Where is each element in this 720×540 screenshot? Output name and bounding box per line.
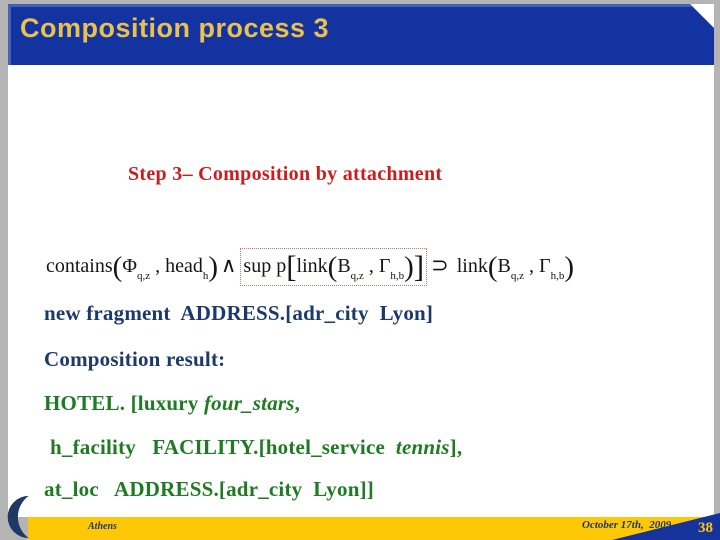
slide-title: Composition process 3 [20,13,330,43]
b1-subscript: q,z [350,270,364,282]
formula-gamma1: , Γ [363,255,391,277]
body-line-new-fragment: new fragment ADDRESS.[adr_city Lyon] [44,301,433,326]
phi-subscript: q,z [136,270,151,282]
formula-row: contains(Φq,z , headh)∧sup p[link(Bq,z ,… [36,226,574,286]
paren-close: ) [564,251,574,283]
line-text: , [294,391,301,415]
gamma2-subscript: h,b [550,270,565,282]
and-operator: ∧ [221,253,237,277]
body-line-at-loc: at_loc ADDRESS.[adr_city Lyon]] [44,477,374,502]
line-italic-text: four_stars [203,391,295,415]
footer-bar [28,517,720,540]
footer-location: Athens [88,521,117,532]
paren-close: ) [404,251,414,283]
formula-b2: B [497,255,511,277]
formula-link2: link [451,255,488,277]
line-text: ], [449,435,463,459]
line-text: Composition result: [44,347,226,371]
slide-background [8,4,714,540]
line-italic-text: tennis [395,435,450,459]
footer-date: October 17th, 2009 [582,519,672,531]
superset-operator: ⊃ [431,253,449,277]
bracket-open: [ [286,249,297,284]
formula-supp: sup p [243,255,287,277]
gamma1-subscript: h,b [390,270,405,282]
crescent-moon-icon [7,495,29,539]
line-text: new fragment ADDRESS.[adr_city Lyon] [44,301,434,325]
paren-open: ( [327,251,338,283]
paren-open: ( [112,251,123,283]
paren-close: ) [208,251,219,283]
formula-gamma2: , Γ [524,255,551,277]
head-subscript: h [202,270,209,282]
formula-phi: Φ [122,255,137,277]
formula-link1: link [296,255,328,277]
formula-head: , head [150,255,203,277]
page-number: 38 [698,520,713,536]
formula-b1: B [337,255,351,277]
body-line-h-facility: h_facility FACILITY.[hotel_service tenni… [50,435,462,460]
title-bar [8,4,714,65]
body-line-composition-result: Composition result: [44,347,225,372]
line-text: HOTEL. [luxury [44,391,204,415]
b2-subscript: q,z [510,270,525,282]
step-heading: Step 3– Composition by attachment [128,163,443,185]
paren-open: ( [487,251,498,283]
bracket-close: ] [413,249,425,284]
formula-highlight-box: sup p[link(Bq,z , Γh,b)] [240,248,428,286]
line-text: at_loc ADDRESS.[adr_city Lyon]] [44,477,374,501]
body-line-hotel: HOTEL. [luxury four_stars, [44,391,300,416]
line-text: h_facility FACILITY.[hotel_service [50,435,396,459]
formula-contains: contains [46,255,113,277]
